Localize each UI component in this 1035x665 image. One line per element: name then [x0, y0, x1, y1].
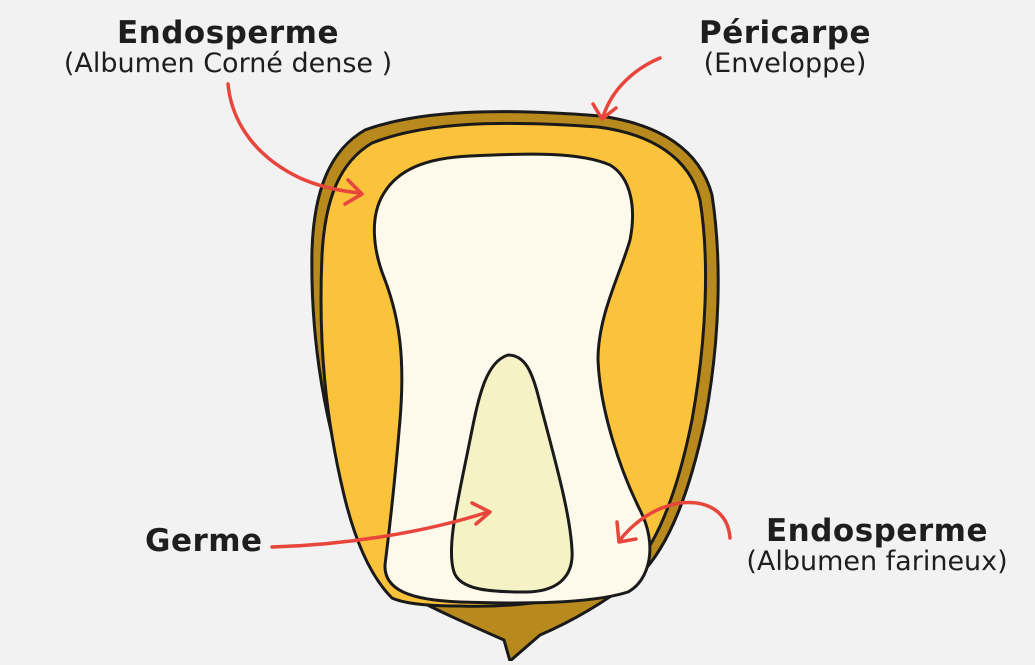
label-endosperme-corne: Endosperme (Albumen Corné dense ): [18, 18, 438, 77]
label-endosperme-corne-title: Endosperme: [18, 18, 438, 49]
label-germe-title: Germe: [145, 526, 263, 557]
label-endosperme-farineux: Endosperme (Albumen farineux): [722, 516, 1032, 575]
label-endosperme-farineux-title: Endosperme: [722, 516, 1032, 547]
label-pericarpe-subtitle: (Enveloppe): [680, 50, 890, 77]
label-endosperme-farineux-subtitle: (Albumen farineux): [722, 548, 1032, 575]
label-germe: Germe: [145, 526, 263, 557]
label-pericarpe-title: Péricarpe: [680, 18, 890, 49]
arrow-pericarpe: [603, 58, 660, 117]
label-endosperme-corne-subtitle: (Albumen Corné dense ): [18, 50, 438, 77]
label-pericarpe: Péricarpe (Enveloppe): [680, 18, 890, 77]
